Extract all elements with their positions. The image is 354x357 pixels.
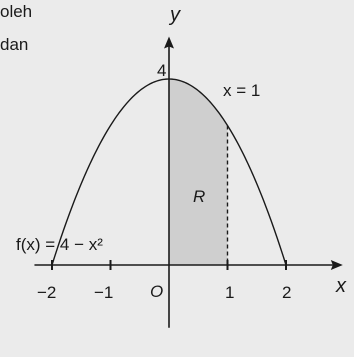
shaded-region-r [169, 79, 228, 265]
x-tick-label-2: 2 [282, 283, 292, 302]
x-axis-label: x [336, 275, 346, 297]
vertical-line-label: x = 1 [223, 81, 261, 100]
x-tick-label-neg2: −2 [37, 283, 57, 302]
y-axis-label: y [170, 4, 180, 26]
x-tick-label-neg1: −1 [94, 283, 114, 302]
parabola-curve [51, 78, 287, 266]
y-tick-label-4: 4 [157, 61, 167, 80]
cropped-text-line-1: oleh [0, 2, 33, 21]
cropped-text-line-2: dan [0, 35, 29, 54]
curve-equation-label: f(x) = 4 − x² [16, 235, 103, 254]
x-axis-arrowhead [330, 260, 343, 270]
region-label: R [193, 187, 206, 206]
x-tick-label-1: 1 [225, 283, 235, 302]
y-axis-arrowhead [164, 36, 174, 49]
origin-label: O [150, 282, 164, 301]
